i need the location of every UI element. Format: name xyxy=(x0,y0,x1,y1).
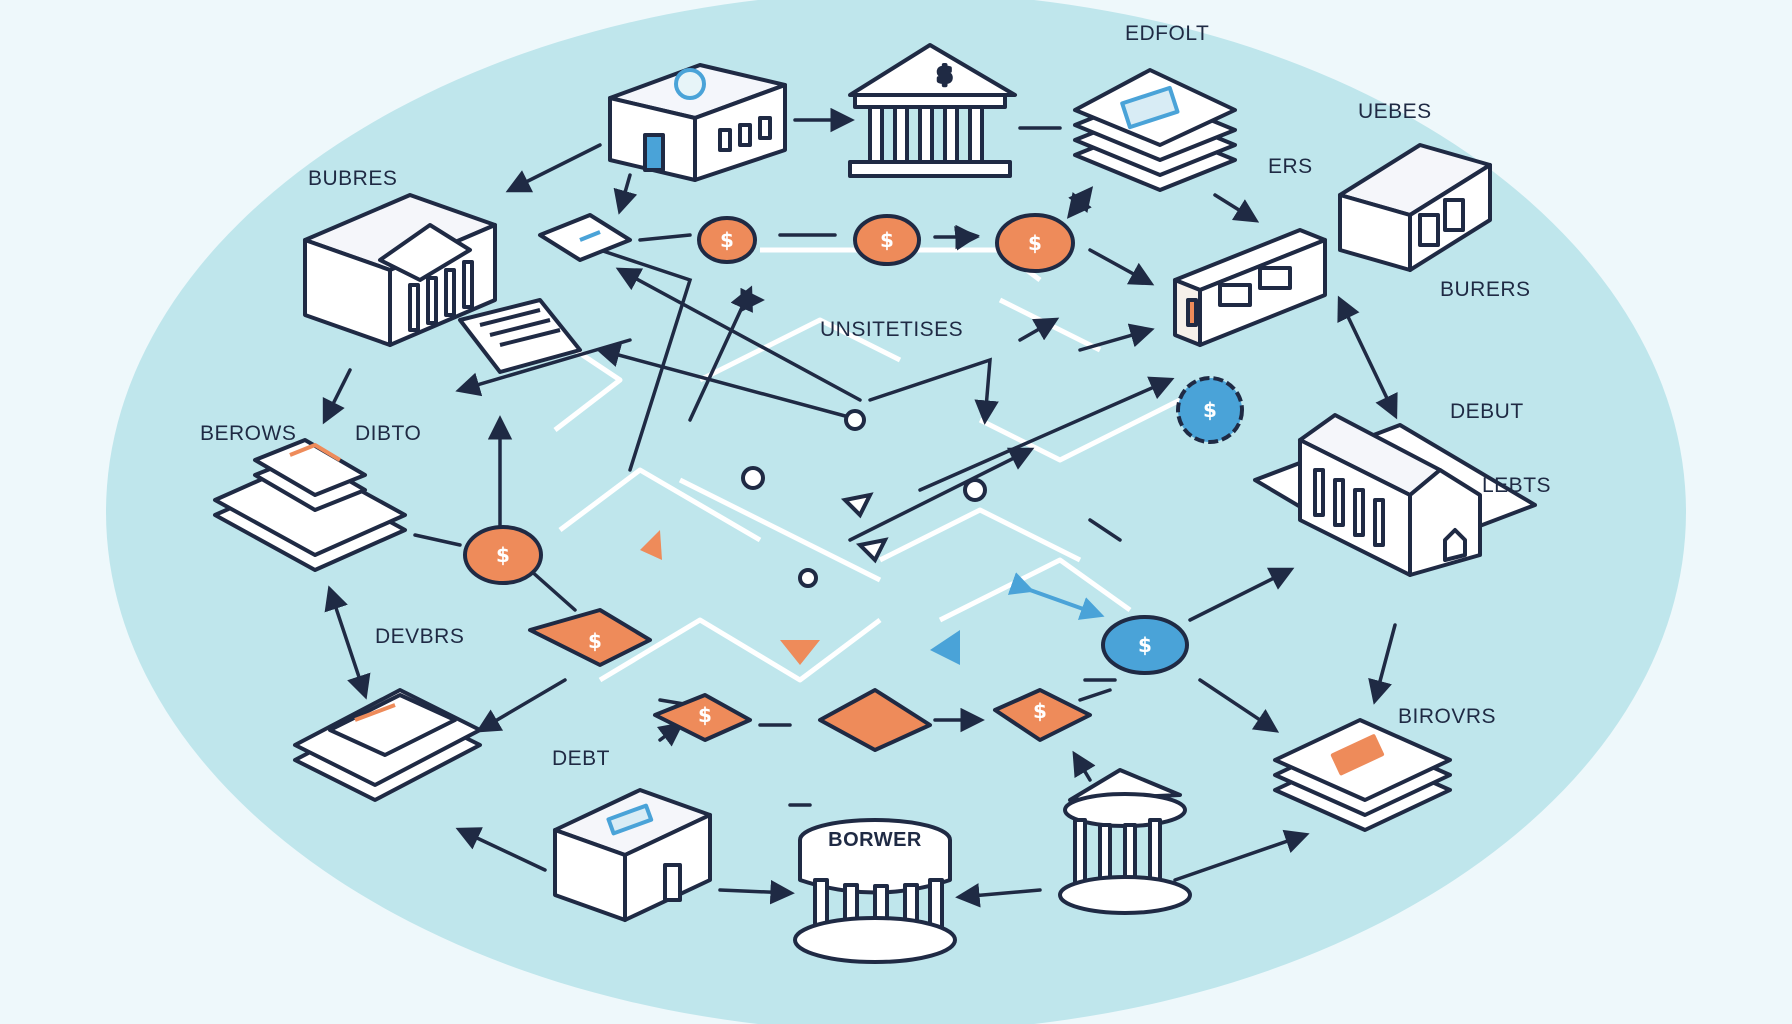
svg-text:$: $ xyxy=(720,228,734,252)
svg-text:$: $ xyxy=(1028,231,1042,255)
label-birovrs: BIROVRS xyxy=(1398,705,1496,728)
label-debut: DEBUT xyxy=(1450,400,1524,423)
flow-arrows xyxy=(322,107,1398,908)
money-packet-1: $ xyxy=(528,608,652,667)
label-borwer: BORWER xyxy=(828,829,922,851)
left-document-stack xyxy=(213,438,407,572)
svg-text:$: $ xyxy=(1203,398,1217,422)
svg-text:$: $ xyxy=(698,703,712,727)
label-devbrs: DEVBRS xyxy=(375,625,464,648)
label-berows: BEROWS xyxy=(200,422,296,445)
center-right-long-building xyxy=(1173,228,1327,347)
coin-1: $ xyxy=(697,216,757,264)
svg-text:$: $ xyxy=(1033,699,1047,723)
top-left-bank-building xyxy=(608,63,787,182)
top-center-bank-temple: $ xyxy=(848,43,1017,178)
small-doc-top-left xyxy=(538,213,632,262)
coin-4: $ xyxy=(463,525,543,585)
junction-nodes xyxy=(741,409,987,588)
bottom-right-round-temple xyxy=(1058,768,1192,915)
bottom-left-shop xyxy=(553,788,712,922)
borwer-round-bank xyxy=(793,818,957,964)
coin-blue: $ xyxy=(1101,615,1189,675)
label-ers: ERS xyxy=(1268,155,1313,178)
left-open-book-stack xyxy=(293,688,482,802)
svg-text:$: $ xyxy=(880,228,894,252)
label-burers: BURERS xyxy=(1440,278,1531,301)
label-dibto: DIBTO xyxy=(355,422,421,445)
label-lebts: LEBTS xyxy=(1482,474,1551,497)
label-unsitetises: UNSITETISES xyxy=(820,318,963,341)
svg-text:$: $ xyxy=(588,629,602,653)
gear-coin-blue: $ xyxy=(1176,376,1244,444)
svg-text:$: $ xyxy=(496,543,510,567)
money-packet-2: $ xyxy=(653,693,752,742)
right-document-stack xyxy=(1273,718,1452,832)
right-temple-building xyxy=(1253,413,1537,577)
label-uebes: UEBES xyxy=(1358,100,1432,123)
label-debt: DEBT xyxy=(552,747,610,770)
top-right-document-stack xyxy=(1073,68,1237,192)
coin-3: $ xyxy=(995,213,1075,273)
label-edfolt: EDFOLT xyxy=(1125,22,1209,45)
dollar-symbol: $ xyxy=(937,63,952,88)
left-bank-building xyxy=(303,193,582,374)
svg-text:$: $ xyxy=(1138,633,1152,657)
money-packet-3 xyxy=(818,688,932,752)
label-bubres: BUBRES xyxy=(308,167,397,190)
coin-2: $ xyxy=(853,214,921,266)
right-warehouse xyxy=(1338,143,1492,272)
money-packet-4: $ xyxy=(993,688,1092,742)
accent-arrows xyxy=(640,530,1105,665)
